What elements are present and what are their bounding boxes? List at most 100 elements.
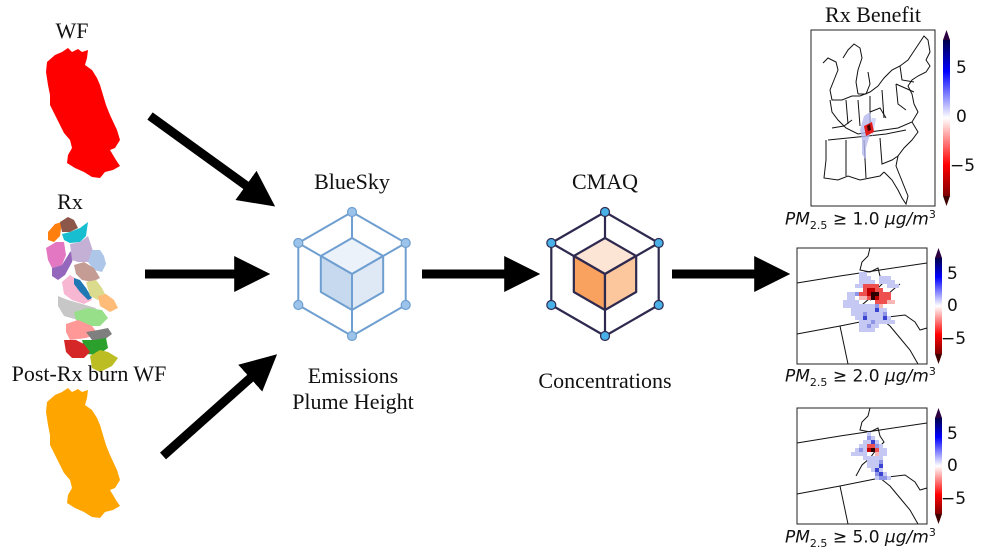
heat-cell bbox=[867, 288, 871, 292]
heat-cell bbox=[887, 296, 891, 300]
heat-cell bbox=[867, 460, 871, 464]
heat-cell bbox=[863, 328, 867, 332]
heat-cell bbox=[851, 300, 855, 304]
heat-cell bbox=[879, 476, 883, 480]
heat-cell bbox=[875, 460, 879, 464]
heat-cell bbox=[859, 452, 863, 456]
cmaq-output-concentrations: Concentrations bbox=[538, 368, 672, 393]
heat-cell bbox=[879, 464, 883, 468]
heat-cell bbox=[879, 300, 883, 304]
heat-cell bbox=[879, 292, 883, 296]
heat-cell bbox=[891, 320, 895, 324]
heat-cell bbox=[871, 284, 875, 288]
heat-cell bbox=[859, 272, 863, 276]
heat-cell bbox=[863, 448, 867, 452]
cmaq-title: CMAQ bbox=[571, 169, 639, 194]
node-dot bbox=[653, 299, 664, 311]
heat-cell bbox=[855, 316, 859, 320]
heat-cell bbox=[879, 276, 883, 280]
heat-cell bbox=[867, 456, 871, 460]
heat-cell bbox=[883, 452, 887, 456]
heat-cell bbox=[855, 452, 859, 456]
heat-cell bbox=[883, 448, 887, 452]
heat-cell bbox=[859, 316, 863, 320]
heat-cell bbox=[871, 316, 875, 320]
heat-cell bbox=[879, 472, 883, 476]
heat-cell bbox=[867, 324, 871, 328]
caption-value: ≥ 5.0 bbox=[827, 527, 885, 548]
heat-cell bbox=[879, 460, 883, 464]
heat-cell bbox=[871, 436, 875, 440]
heat-cell bbox=[879, 304, 883, 308]
heat-cell bbox=[859, 304, 863, 308]
heat-cell bbox=[867, 432, 871, 436]
colorbar-2-tick-minus5: −5 bbox=[941, 329, 967, 349]
heat-cell bbox=[863, 456, 867, 460]
heat-cell bbox=[891, 280, 895, 284]
heat-cell bbox=[895, 284, 899, 288]
heat-cell bbox=[871, 304, 875, 308]
heat-cell bbox=[859, 292, 863, 296]
heat-cell bbox=[871, 312, 875, 316]
heat-cell bbox=[875, 308, 879, 312]
heat-cell bbox=[883, 312, 887, 316]
heat-cell bbox=[871, 464, 875, 468]
wf-label: WF bbox=[55, 18, 89, 43]
heat-cell bbox=[859, 308, 863, 312]
heat-cell bbox=[891, 300, 895, 304]
heat-cell bbox=[867, 312, 871, 316]
heat-cell bbox=[843, 300, 847, 304]
heat-cell bbox=[867, 304, 871, 308]
heat-cell bbox=[875, 304, 879, 308]
heat-cell bbox=[875, 456, 879, 460]
heat-cell bbox=[859, 276, 863, 280]
heat-cell bbox=[871, 460, 875, 464]
heat-cell bbox=[867, 464, 871, 468]
heat-cell bbox=[883, 316, 887, 320]
caption-pm: PM bbox=[785, 209, 810, 230]
node-dot bbox=[400, 299, 411, 311]
heat-cell bbox=[859, 324, 863, 328]
heat-cell bbox=[879, 296, 883, 300]
heat-cell bbox=[875, 312, 879, 316]
heat-cell bbox=[875, 320, 879, 324]
heat-cell bbox=[867, 292, 871, 296]
heat-cell bbox=[875, 300, 879, 304]
heat-cell bbox=[851, 296, 855, 300]
heat-cell bbox=[871, 328, 875, 332]
heat-cell bbox=[867, 276, 871, 280]
heat-cell bbox=[855, 304, 859, 308]
caption-pm: PM bbox=[785, 527, 810, 548]
heat-cell bbox=[871, 448, 875, 452]
heat-cell bbox=[887, 300, 891, 304]
heat-cell bbox=[867, 320, 871, 324]
caption-sup: 3 bbox=[928, 208, 936, 221]
rx-benefit-plume bbox=[860, 112, 876, 160]
caption-value: ≥ 2.0 bbox=[827, 366, 885, 387]
heat-cell bbox=[879, 456, 883, 460]
heat-cell bbox=[875, 464, 879, 468]
rx-benefit-heatmap-3 bbox=[851, 432, 891, 480]
map-panel-eastern-us bbox=[810, 29, 936, 207]
heat-cell bbox=[883, 308, 887, 312]
heat-cell bbox=[871, 280, 875, 284]
heat-cell bbox=[863, 440, 867, 444]
heat-cell bbox=[883, 296, 887, 300]
heat-cell bbox=[879, 448, 883, 452]
heat-cell bbox=[879, 444, 883, 448]
caption-sup: 3 bbox=[928, 526, 936, 539]
caption-sub: 2.5 bbox=[809, 219, 828, 233]
heat-cell bbox=[887, 280, 891, 284]
node-dot bbox=[546, 237, 557, 249]
arrow-wf-to-bluesky bbox=[147, 112, 276, 207]
heat-cell bbox=[855, 292, 859, 296]
heat-cell bbox=[871, 308, 875, 312]
heat-cell bbox=[879, 320, 883, 324]
heat-cell bbox=[863, 444, 867, 448]
bluesky-output-emissions: Emissions bbox=[307, 363, 399, 388]
rx-benefit-heatmap-2 bbox=[843, 272, 899, 332]
heat-cell bbox=[863, 280, 867, 284]
heat-cell bbox=[859, 280, 863, 284]
heat-cell bbox=[883, 276, 887, 280]
threshold-caption-3: PM2.5 ≥ 5.0 μg/m3 bbox=[785, 526, 936, 550]
